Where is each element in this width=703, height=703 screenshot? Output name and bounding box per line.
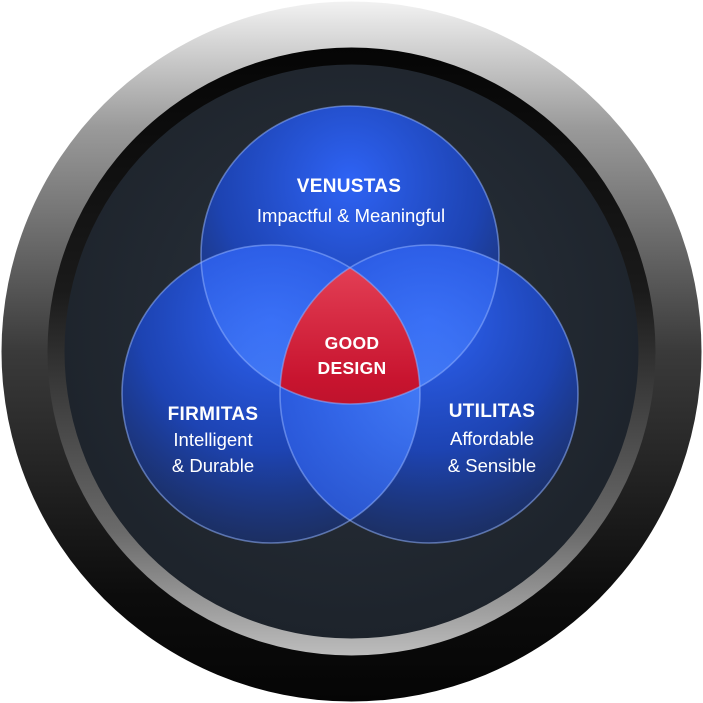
firmitas-title: FIRMITAS	[168, 404, 259, 425]
utilitas-title: UTILITAS	[449, 401, 535, 422]
good-design-line1: GOOD	[325, 333, 380, 353]
firmitas-subtitle-line2: & Durable	[172, 455, 254, 476]
venustas-title: VENUSTAS	[297, 176, 401, 197]
firmitas-subtitle-line1: Intelligent	[173, 429, 252, 450]
utilitas-subtitle-line1: Affordable	[450, 428, 534, 449]
good-design-region	[280, 245, 420, 404]
good-design-line2: DESIGN	[318, 358, 387, 378]
circle-outlines	[121, 105, 579, 544]
venustas-subtitle: Impactful & Meaningful	[257, 205, 445, 226]
utilitas-subtitle-line2: & Sensible	[448, 455, 536, 476]
